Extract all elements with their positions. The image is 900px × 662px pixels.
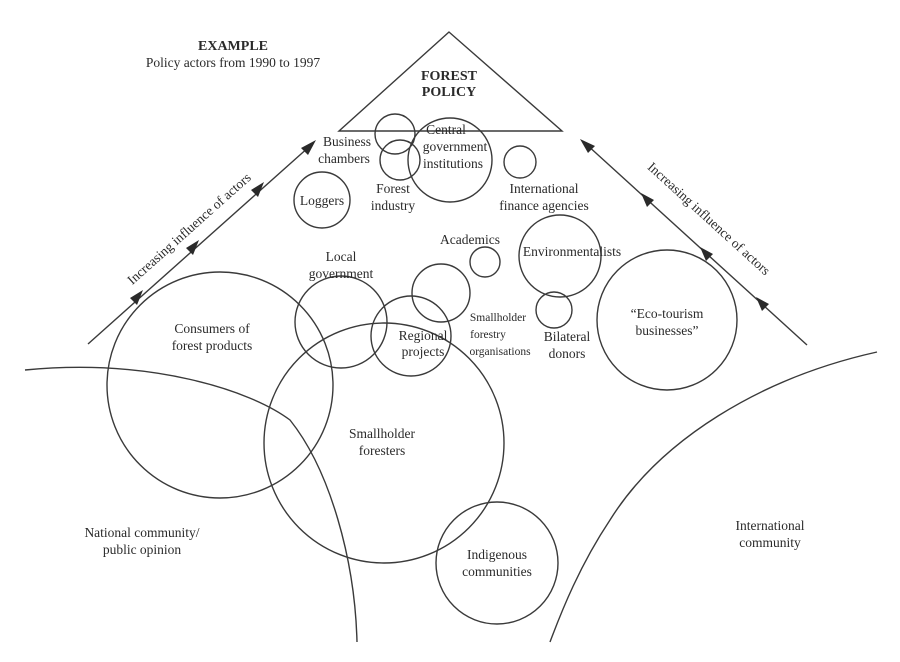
- regional-projects-label-1: Regional: [399, 328, 448, 343]
- eco-tourism-circle: [596, 249, 738, 391]
- left-arrow-head-middle: [186, 240, 199, 255]
- regional-projects-label-2: projects: [402, 344, 445, 359]
- left-arrow-head-lower: [130, 290, 143, 305]
- diagram-title: EXAMPLE: [198, 39, 268, 54]
- forest-industry-label-1: Forest: [376, 181, 410, 196]
- national-community-boundary: [24, 366, 358, 643]
- forest-policy-label-line1: FOREST: [421, 69, 478, 84]
- bilateral-donors-label-1: Bilateral: [544, 329, 591, 344]
- consumers-label-2: forest products: [172, 338, 253, 353]
- local-government-circle: [294, 275, 388, 369]
- local-government-label-1: Local: [326, 249, 357, 264]
- central-government-circle: [407, 117, 493, 203]
- environmentalists-label: Environmentalists: [523, 244, 621, 259]
- international-community-label-2: community: [739, 535, 801, 550]
- bilateral-donors-circle: [535, 291, 573, 329]
- local-government-label-2: government: [309, 266, 374, 281]
- left-arrow-line: [87, 145, 311, 345]
- central-government-label-3: institutions: [423, 156, 483, 171]
- smallholder-foresters-label-2: foresters: [359, 443, 405, 458]
- national-community-label-1: National community/: [84, 525, 199, 540]
- forest-industry-circle: [379, 139, 421, 181]
- smallholder-foresters-label-1: Smallholder: [349, 426, 415, 441]
- business-chambers-circle: [374, 113, 416, 155]
- smallholder-forestry-org-label-3: organisations: [469, 346, 531, 358]
- forest-policy-triangle: [337, 31, 564, 132]
- right-arrow-head-lower: [756, 297, 769, 311]
- central-government-label-1: Central: [426, 122, 466, 137]
- smallholder-forestry-organisations-circle: [411, 263, 471, 323]
- consumers-circle: [106, 271, 334, 499]
- bilateral-donors-label-2: donors: [549, 346, 586, 361]
- business-chambers-label-2: chambers: [318, 151, 370, 166]
- left-arrow-head-top: [301, 140, 316, 155]
- smallholder-forestry-org-label-2: forestry: [470, 329, 506, 341]
- loggers-label: Loggers: [300, 193, 344, 208]
- left-influence-arrow: [87, 140, 316, 345]
- business-chambers-label-1: Business: [323, 134, 371, 149]
- environmentalists-circle: [518, 214, 602, 298]
- loggers-circle: [293, 171, 351, 229]
- international-finance-label-1: International: [510, 181, 579, 196]
- right-arrow-head-upper: [641, 193, 654, 207]
- academics-circle: [469, 246, 501, 278]
- smallholder-foresters-circle: [263, 322, 505, 564]
- diagram-subtitle: Policy actors from 1990 to 1997: [146, 55, 321, 70]
- forest-industry-label-2: industry: [371, 198, 416, 213]
- central-government-label-2: government: [423, 139, 488, 154]
- indigenous-communities-circle: [435, 501, 559, 625]
- right-arrow-line: [585, 143, 808, 346]
- eco-tourism-label-2: businesses”: [636, 323, 699, 338]
- smallholder-forestry-org-label-1: Smallholder: [470, 312, 526, 324]
- right-axis-label: Increasing influence of actors: [645, 159, 773, 278]
- right-arrow-head-middle: [700, 247, 713, 261]
- eco-tourism-label-1: “Eco-tourism: [631, 306, 704, 321]
- international-finance-circle: [503, 145, 537, 179]
- forest-policy-label-line2: POLICY: [422, 85, 476, 100]
- right-arrow-head-top: [580, 139, 595, 153]
- left-axis-label: Increasing influence of actors: [124, 170, 253, 288]
- international-community-boundary: [549, 351, 878, 643]
- international-community-label-1: International: [736, 518, 805, 533]
- indigenous-communities-label-2: communities: [462, 564, 532, 579]
- left-arrow-head-upper: [251, 182, 264, 197]
- right-influence-arrow: [580, 139, 808, 346]
- indigenous-communities-label-1: Indigenous: [467, 547, 527, 562]
- regional-projects-circle: [370, 295, 452, 377]
- national-community-label-2: public opinion: [103, 542, 182, 557]
- international-finance-label-2: finance agencies: [499, 198, 589, 213]
- consumers-label-1: Consumers of: [174, 321, 250, 336]
- academics-label: Academics: [440, 232, 500, 247]
